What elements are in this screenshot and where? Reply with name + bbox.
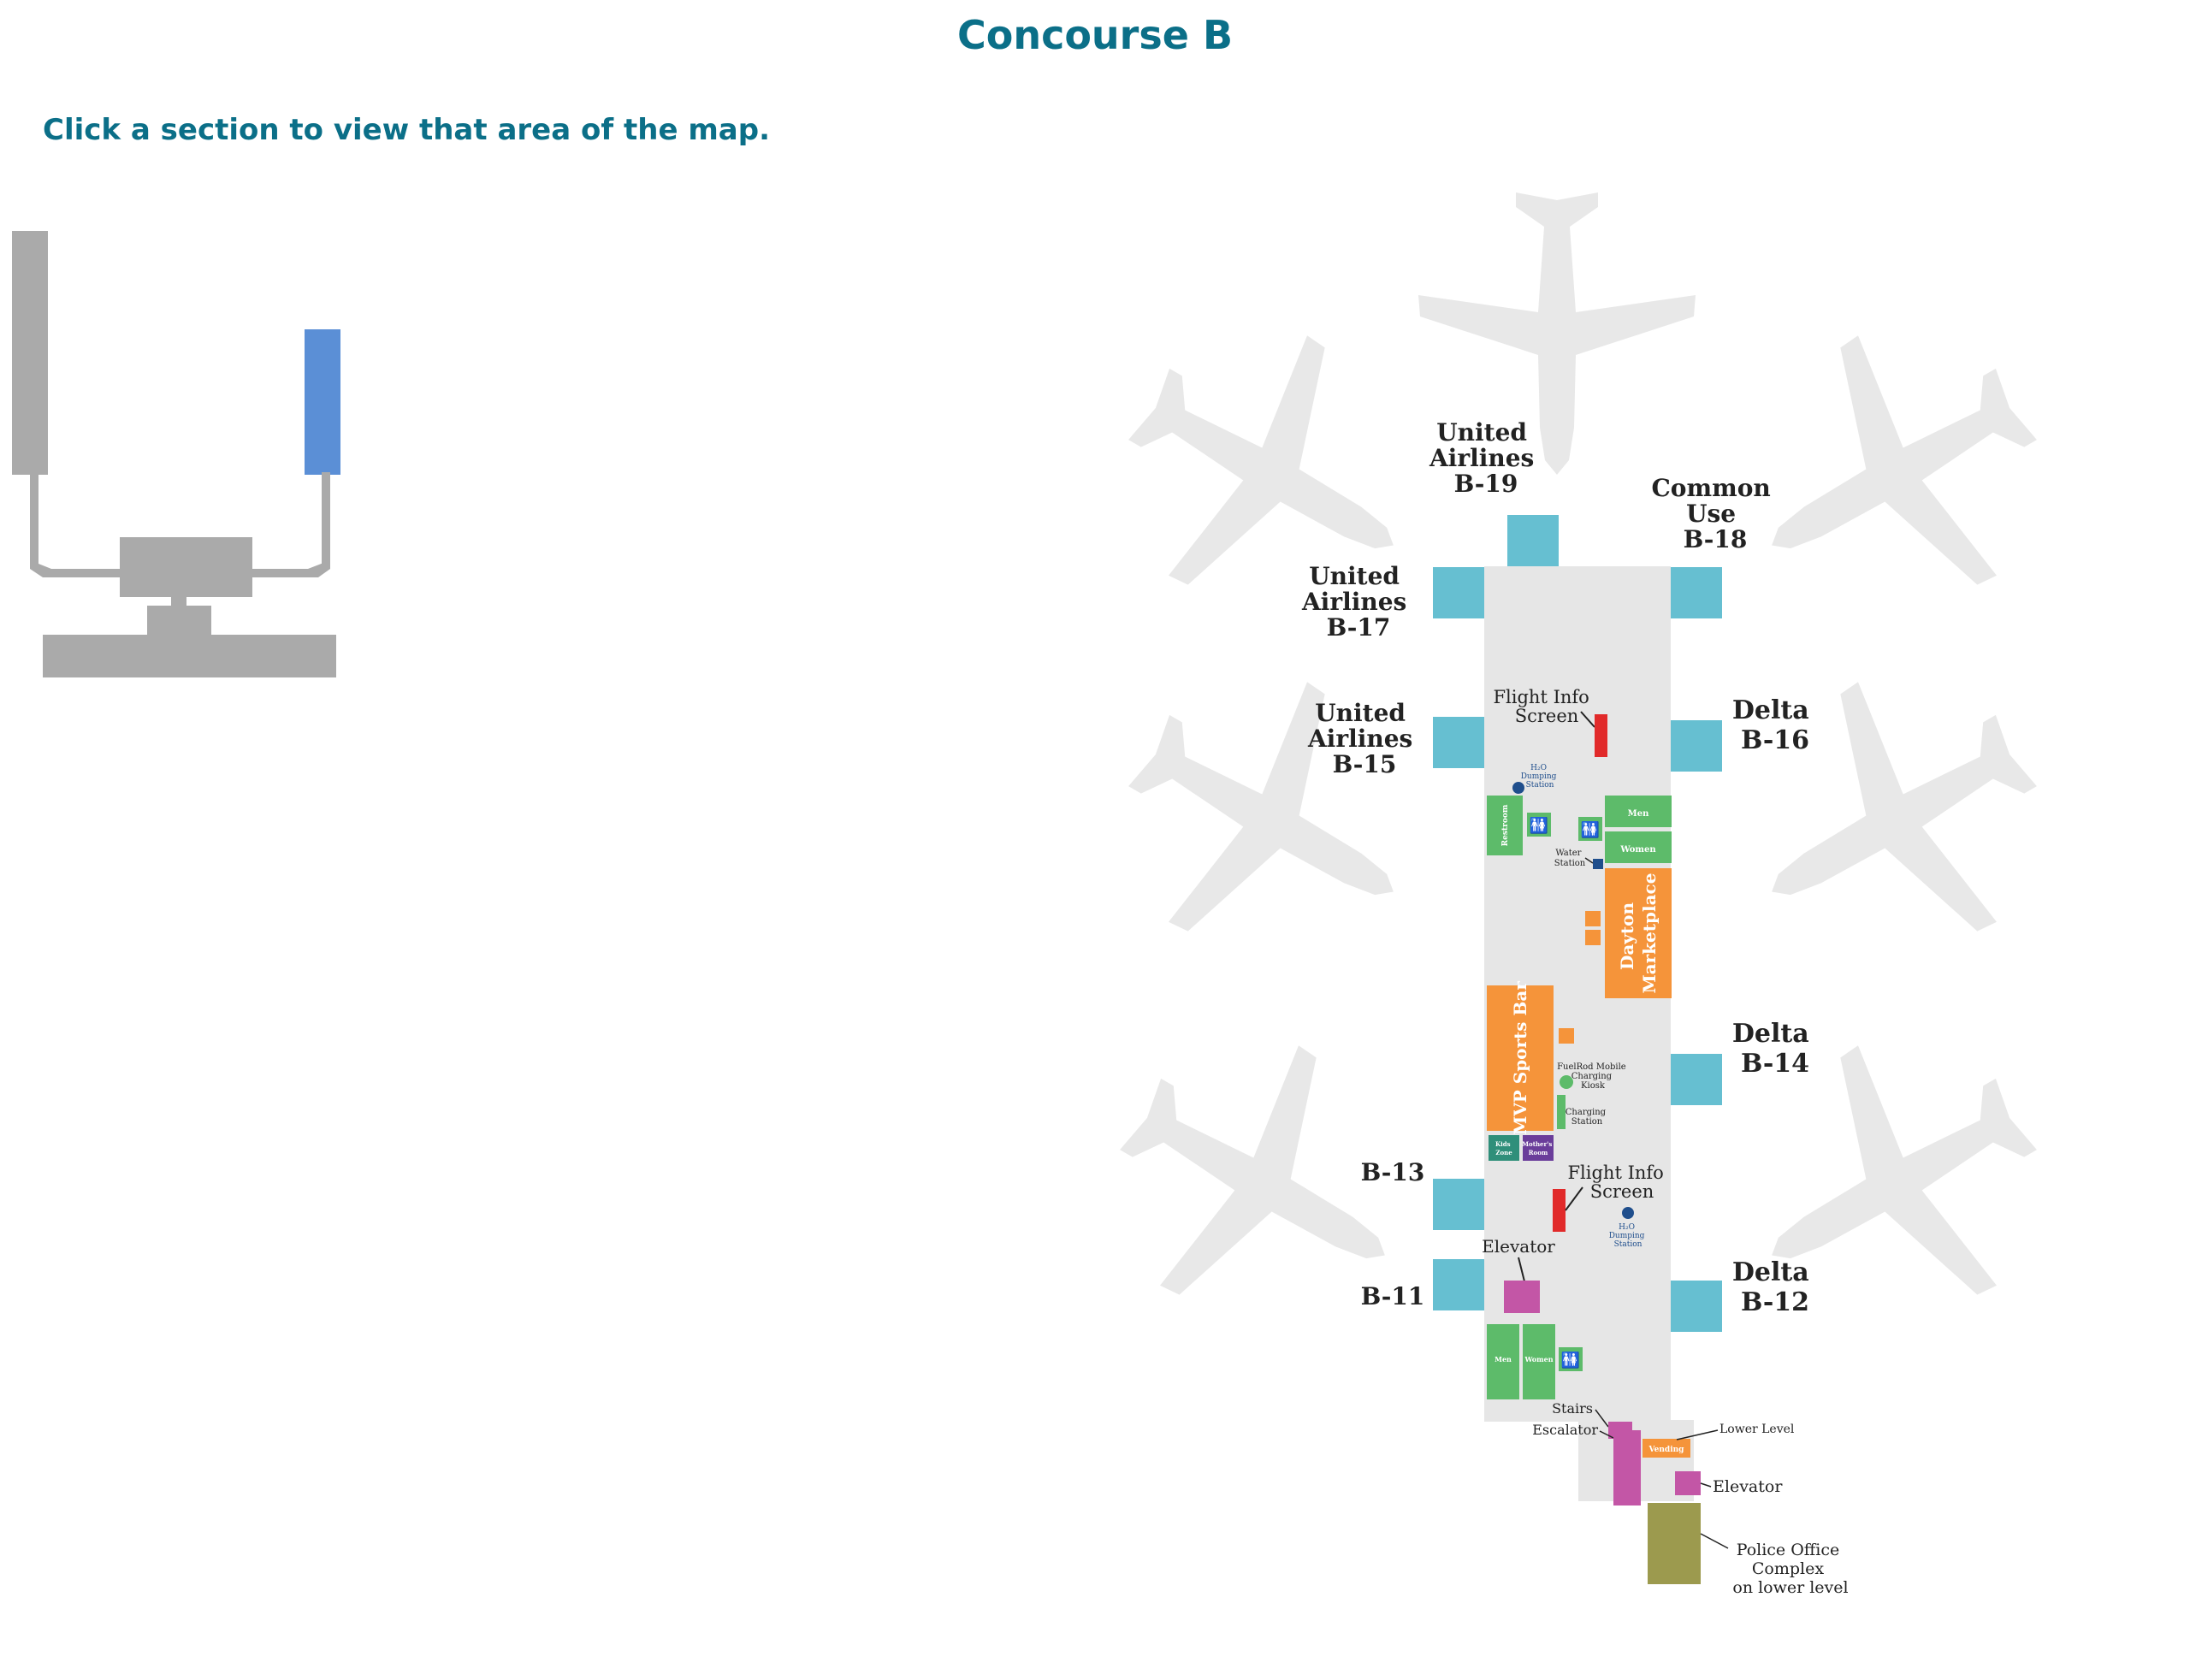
gate-b17-jetway[interactable] xyxy=(1433,567,1484,618)
gate-b19-jetway[interactable] xyxy=(1507,515,1559,566)
stairs-label: Stairs xyxy=(1552,1400,1593,1417)
restroom-women[interactable] xyxy=(1523,1324,1555,1399)
fuelrod-kiosk-label: FuelRod Mobile Charging Kiosk xyxy=(1557,1062,1629,1091)
svg-text:🚻: 🚻 xyxy=(1581,820,1600,839)
dayton-marketplace[interactable] xyxy=(1605,868,1672,998)
overview-section-concourse-a[interactable] xyxy=(12,231,48,475)
mothers-room[interactable] xyxy=(1523,1135,1554,1161)
gate-b11-label: B-11 xyxy=(1361,1282,1425,1310)
gate-b15-label: United Airlines B-15 xyxy=(1307,699,1421,778)
restroom-women-label: Women xyxy=(1619,845,1656,855)
escalator[interactable] xyxy=(1613,1430,1641,1505)
flight-info-screen-label: Flight Info Screen xyxy=(1567,1162,1669,1202)
gate-b17-label: United Airlines B-17 xyxy=(1301,562,1415,642)
mvp-sports-bar-label: MVP Sports Bar xyxy=(1510,981,1530,1135)
restroom-left[interactable] xyxy=(1487,796,1523,855)
page-title: Concourse B xyxy=(956,12,1234,58)
escalator-label: Escalator xyxy=(1532,1422,1598,1438)
lower-level-label: Lower Level xyxy=(1719,1423,1795,1436)
food-icon xyxy=(1585,911,1601,926)
food-icon xyxy=(1585,930,1601,945)
gate-b12-label: Delta B-12 xyxy=(1732,1257,1818,1317)
airplane-icon xyxy=(1702,630,2086,1012)
elevator-label: Elevator xyxy=(1482,1236,1555,1257)
flight-info-screen[interactable] xyxy=(1553,1189,1566,1232)
restroom-men[interactable] xyxy=(1487,1324,1519,1399)
gate-b16-label: Delta B-16 xyxy=(1732,695,1818,755)
elevator[interactable] xyxy=(1675,1471,1701,1495)
overview-section-connector[interactable] xyxy=(30,472,330,607)
restroom-icon xyxy=(1559,1347,1583,1371)
dayton-marketplace-label: Dayton Marketplace xyxy=(1617,873,1660,994)
overview-section-concourse-b[interactable] xyxy=(305,329,340,475)
flight-info-screen[interactable] xyxy=(1595,714,1607,757)
elevator[interactable] xyxy=(1504,1281,1540,1313)
gate-b13-label: B-13 xyxy=(1361,1158,1425,1186)
fuelrod-kiosk-icon[interactable] xyxy=(1560,1075,1573,1089)
police-office-complex-label: Police Office Complex on lower level xyxy=(1732,1541,1848,1597)
gate-b12-jetway[interactable] xyxy=(1671,1281,1722,1332)
mvp-sports-bar[interactable] xyxy=(1487,985,1554,1131)
restroom-women[interactable] xyxy=(1605,831,1672,863)
gate-b15-jetway[interactable] xyxy=(1433,717,1484,768)
kids-zone[interactable] xyxy=(1489,1135,1519,1161)
charging-station-label: Charging Station xyxy=(1566,1108,1608,1127)
restroom-men[interactable] xyxy=(1605,796,1672,827)
restroom-men-label: Men xyxy=(1495,1355,1512,1364)
restroom-icon xyxy=(1527,813,1551,837)
vending[interactable] xyxy=(1642,1439,1690,1458)
h2o-dumping-station-label: H₂O Dumping Station xyxy=(1609,1223,1648,1249)
water-station-label: Water Station xyxy=(1554,849,1586,868)
kids-zone-label: Kids Zone xyxy=(1495,1140,1512,1156)
svg-text:🚻: 🚻 xyxy=(1530,816,1548,835)
restroom-women-label: Women xyxy=(1524,1355,1553,1364)
gate-b18-jetway[interactable] xyxy=(1671,567,1722,618)
mothers-room-label: Mother's Room xyxy=(1522,1140,1554,1156)
airplane-icon xyxy=(1080,630,1463,1012)
charging-station[interactable] xyxy=(1557,1095,1566,1129)
vending-label: Vending xyxy=(1648,1446,1685,1454)
gate-b14-label: Delta B-14 xyxy=(1732,1019,1818,1079)
instruction-text: Click a section to view that area of the… xyxy=(43,113,770,147)
police-office-complex[interactable] xyxy=(1648,1503,1701,1584)
restroom-icon xyxy=(1578,817,1602,841)
gate-b18-label: Common Use B-18 xyxy=(1652,474,1779,553)
elevator-label: Elevator xyxy=(1713,1477,1783,1496)
h2o-dumping-station-icon xyxy=(1512,782,1524,794)
restroom-left-label: Restroom xyxy=(1501,804,1510,846)
h2o-dumping-station-icon xyxy=(1622,1207,1634,1219)
h2o-dumping-station-label: H₂O Dumping Station xyxy=(1521,764,1560,790)
gate-b19-label: United Airlines B-19 xyxy=(1429,418,1542,498)
svg-text:🚻: 🚻 xyxy=(1561,1351,1580,1369)
food-icon xyxy=(1559,1028,1574,1044)
overview-map xyxy=(12,231,340,677)
water-station-icon xyxy=(1593,859,1603,869)
gate-b11-jetway[interactable] xyxy=(1433,1259,1484,1310)
gate-b14-jetway[interactable] xyxy=(1671,1054,1722,1105)
restroom-men-label: Men xyxy=(1628,809,1649,819)
overview-section-terminal[interactable] xyxy=(43,606,336,677)
flight-info-screen-label: Flight Info Screen xyxy=(1493,687,1595,726)
gate-b13-jetway[interactable] xyxy=(1433,1179,1484,1230)
gate-b16-jetway[interactable] xyxy=(1671,720,1722,772)
